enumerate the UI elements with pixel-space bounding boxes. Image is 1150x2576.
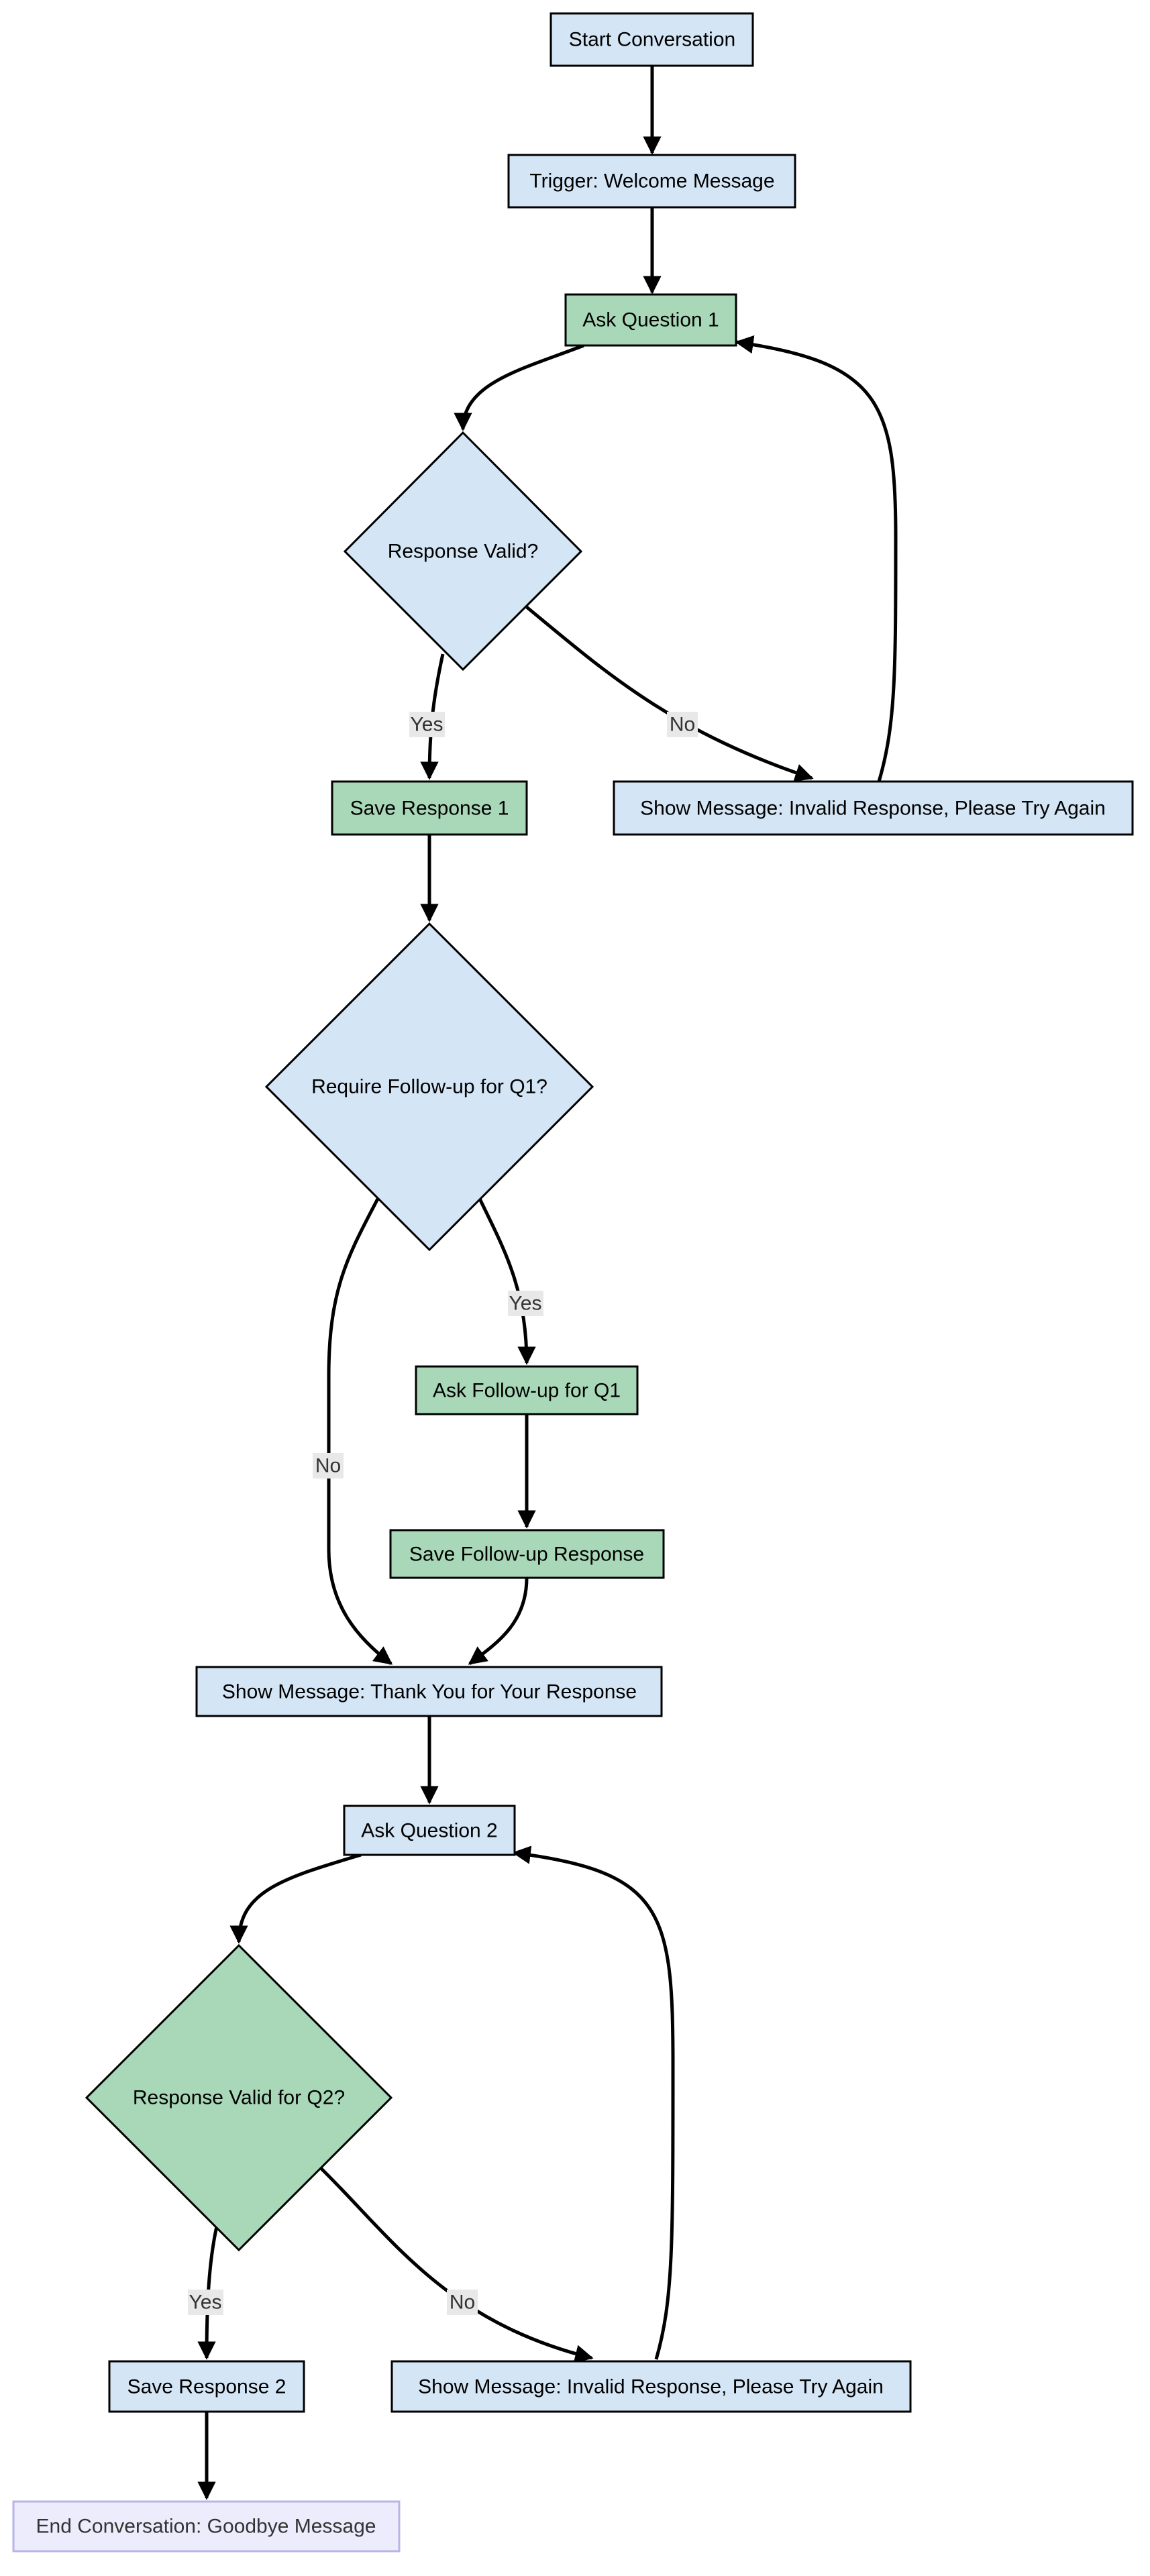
node-save-followup-label: Save Follow-up Response	[409, 1544, 644, 1566]
label-valid-q1-no: No	[667, 712, 698, 737]
node-end-label: End Conversation: Goodbye Message	[36, 2516, 376, 2538]
edge-label-no: No	[670, 714, 695, 736]
node-end: End Conversation: Goodbye Message	[12, 2500, 401, 2553]
node-ask-q1-label: Ask Question 1	[582, 309, 719, 331]
edge-ask-q1-to-valid-q1	[454, 343, 584, 431]
node-followup-q1-label: Require Follow-up for Q1?	[311, 1076, 547, 1098]
edge-ask-q2-to-valid-q2	[229, 1853, 362, 1944]
nodes: Start Conversation Trigger: Welcome Mess…	[12, 12, 1134, 2553]
edge-valid-q1-yes	[420, 653, 445, 780]
node-invalid-q2-label: Show Message: Invalid Response, Please T…	[418, 2376, 884, 2398]
edge-save-followup-to-thanks	[468, 1577, 529, 1666]
edges	[197, 66, 898, 2500]
edge-labels: Yes No Yes No Yes No	[188, 712, 698, 2315]
node-ask-q2: Ask Question 2	[343, 1805, 516, 1856]
node-save-r1-label: Save Response 1	[350, 798, 509, 820]
node-valid-q1: Response Valid?	[343, 431, 583, 672]
edge-invalid-q2-loop	[512, 1845, 675, 2360]
edge-label-no: No	[450, 2292, 475, 2314]
node-ask-q1: Ask Question 1	[564, 293, 737, 347]
node-valid-q1-label: Response Valid?	[388, 541, 539, 563]
edge-valid-q2-no	[316, 2163, 594, 2363]
node-invalid-q2: Show Message: Invalid Response, Please T…	[390, 2360, 912, 2413]
node-trigger: Trigger: Welcome Message	[507, 154, 796, 209]
node-invalid-q1-label: Show Message: Invalid Response, Please T…	[640, 798, 1106, 820]
node-thanks-label: Show Message: Thank You for Your Respons…	[222, 1681, 637, 1703]
edge-label-yes: Yes	[189, 2292, 222, 2314]
node-valid-q2: Response Valid for Q2?	[85, 1943, 393, 2252]
label-followup-no: No	[313, 1453, 344, 1479]
node-trigger-label: Trigger: Welcome Message	[529, 170, 774, 193]
node-invalid-q1: Show Message: Invalid Response, Please T…	[613, 780, 1134, 836]
node-ask-followup: Ask Follow-up for Q1	[415, 1365, 639, 1415]
node-valid-q2-label: Response Valid for Q2?	[133, 2087, 345, 2109]
edge-followup-yes	[478, 1197, 536, 1365]
edge-invalid-q1-loop	[735, 335, 898, 782]
edge-label-yes: Yes	[509, 1293, 542, 1315]
node-start: Start Conversation	[550, 12, 754, 67]
edge-followup-no	[327, 1197, 393, 1665]
node-thanks: Show Message: Thank You for Your Respons…	[195, 1666, 663, 1717]
node-ask-q2-label: Ask Question 2	[361, 1820, 497, 1842]
node-save-r2-label: Save Response 2	[127, 2376, 286, 2398]
label-followup-yes: Yes	[508, 1291, 543, 1316]
node-start-label: Start Conversation	[569, 29, 735, 51]
label-valid-q1-yes: Yes	[409, 712, 445, 737]
edge-valid-q2-yes	[197, 2220, 220, 2360]
node-ask-followup-label: Ask Follow-up for Q1	[433, 1380, 621, 1402]
label-valid-q2-yes: Yes	[188, 2290, 223, 2315]
node-save-r1: Save Response 1	[331, 780, 528, 836]
edge-label-no: No	[315, 1455, 341, 1477]
node-save-followup: Save Follow-up Response	[389, 1529, 665, 1579]
edge-label-yes: Yes	[411, 714, 443, 736]
node-followup-q1: Require Follow-up for Q1?	[264, 922, 594, 1252]
label-valid-q2-no: No	[447, 2290, 478, 2315]
node-save-r2: Save Response 2	[108, 2360, 305, 2413]
edge-valid-q1-no	[525, 606, 814, 782]
